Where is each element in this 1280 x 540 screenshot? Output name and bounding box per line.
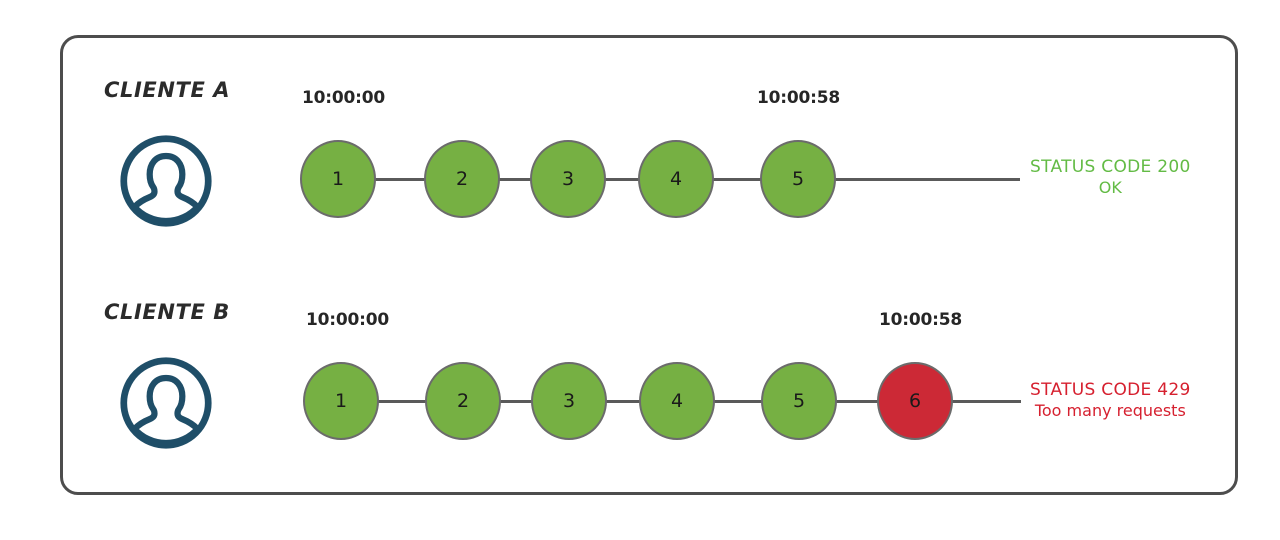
timestamp-end-b: 10:00:58 xyxy=(879,310,962,330)
request-node-label: 1 xyxy=(331,168,345,190)
timestamp-start-b: 10:00:00 xyxy=(306,310,389,330)
request-node-label: 5 xyxy=(791,168,805,190)
client-label-b: CLIENTE B xyxy=(104,300,230,324)
request-node-b-1[interactable]: 1 xyxy=(303,362,379,440)
request-node-a-5[interactable]: 5 xyxy=(760,140,836,218)
status-message-b: Too many requests xyxy=(1034,401,1186,421)
status-code-a: STATUS CODE 200 xyxy=(1030,157,1191,177)
status-callout-b: STATUS CODE 429 Too many requests xyxy=(1030,380,1191,421)
request-node-label: 5 xyxy=(792,390,806,412)
request-node-label: 4 xyxy=(670,390,684,412)
status-callout-a: STATUS CODE 200 OK xyxy=(1030,157,1191,198)
request-chain-b: 1 2 3 4 5 6 xyxy=(303,362,1023,442)
request-node-label: 3 xyxy=(561,168,575,190)
request-node-a-3[interactable]: 3 xyxy=(530,140,606,218)
request-node-label: 2 xyxy=(456,390,470,412)
request-node-label: 3 xyxy=(562,390,576,412)
timestamp-start-a: 10:00:00 xyxy=(302,88,385,108)
request-node-a-2[interactable]: 2 xyxy=(424,140,500,218)
request-node-label: 1 xyxy=(334,390,348,412)
request-node-label: 2 xyxy=(455,168,469,190)
request-node-a-1[interactable]: 1 xyxy=(300,140,376,218)
request-node-label: 4 xyxy=(669,168,683,190)
request-node-b-2[interactable]: 2 xyxy=(425,362,501,440)
timestamp-end-a: 10:00:58 xyxy=(757,88,840,108)
request-node-b-3[interactable]: 3 xyxy=(531,362,607,440)
user-avatar-icon xyxy=(118,133,214,229)
status-code-b: STATUS CODE 429 xyxy=(1030,380,1191,400)
status-message-a: OK xyxy=(1098,178,1122,198)
request-chain-a: 1 2 3 4 5 xyxy=(300,140,1022,220)
request-node-b-4[interactable]: 4 xyxy=(639,362,715,440)
request-node-a-4[interactable]: 4 xyxy=(638,140,714,218)
request-node-b-6[interactable]: 6 xyxy=(877,362,953,440)
user-avatar-icon xyxy=(118,355,214,451)
request-node-label: 6 xyxy=(908,390,922,412)
request-node-b-5[interactable]: 5 xyxy=(761,362,837,440)
client-label-a: CLIENTE A xyxy=(104,78,231,102)
